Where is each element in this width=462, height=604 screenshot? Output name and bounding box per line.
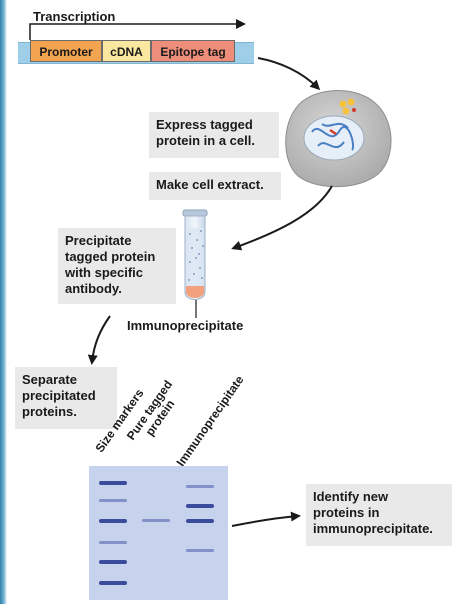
precipitate-line-3: with specific [65, 265, 144, 280]
separate-line-3: proteins. [22, 404, 77, 419]
identify-line-3: immunoprecipitate. [313, 521, 433, 536]
gel-band [186, 519, 214, 523]
precipitate-line-1: Precipitate [65, 233, 132, 248]
gel-band [186, 485, 214, 488]
express-step-box: Express tagged protein in a cell. [149, 112, 279, 158]
protein-gel [89, 466, 228, 600]
arrow-precipitate-to-separate [87, 315, 111, 365]
separate-line-2: precipitated [22, 388, 96, 403]
precipitate-step-box: Precipitate tagged protein with specific… [58, 228, 176, 304]
page-edge-strip [0, 0, 7, 604]
identify-line-2: proteins in [313, 505, 380, 520]
gel-band [142, 519, 170, 522]
gel-band [99, 481, 127, 485]
extract-step-box: Make cell extract. [149, 172, 281, 200]
cdna-segment: cDNA [102, 40, 151, 62]
gel-band [99, 581, 127, 585]
arrow-gel-to-identify [231, 511, 301, 527]
immunoprecipitate-label: Immunoprecipitate [127, 318, 244, 333]
gel-band [99, 541, 127, 544]
express-line-1: Express tagged [156, 117, 253, 132]
separate-step-box: Separate precipitated proteins. [15, 367, 117, 429]
identify-step-box: Identify new proteins in immunoprecipita… [306, 484, 452, 546]
separate-line-1: Separate [22, 372, 77, 387]
precipitate-line-4: antibody. [65, 281, 122, 296]
epitope-tag-segment: Epitope tag [151, 40, 235, 62]
gel-band [99, 560, 127, 564]
transcription-arrow [29, 19, 246, 40]
cell-icon [285, 90, 392, 188]
arrow-cell-to-tube [231, 185, 333, 251]
promoter-segment: Promoter [30, 40, 102, 62]
arrow-gene-to-cell [257, 57, 321, 91]
express-line-2: protein in a cell. [156, 133, 255, 148]
gel-band [99, 499, 127, 502]
transcription-label: Transcription [33, 9, 116, 24]
precipitate-line-2: tagged protein [65, 249, 156, 264]
gel-band [99, 519, 127, 523]
gel-band [186, 504, 214, 508]
gel-band [186, 549, 214, 552]
identify-line-1: Identify new [313, 489, 389, 504]
test-tube-icon [182, 209, 208, 300]
extract-line: Make cell extract. [156, 177, 264, 192]
